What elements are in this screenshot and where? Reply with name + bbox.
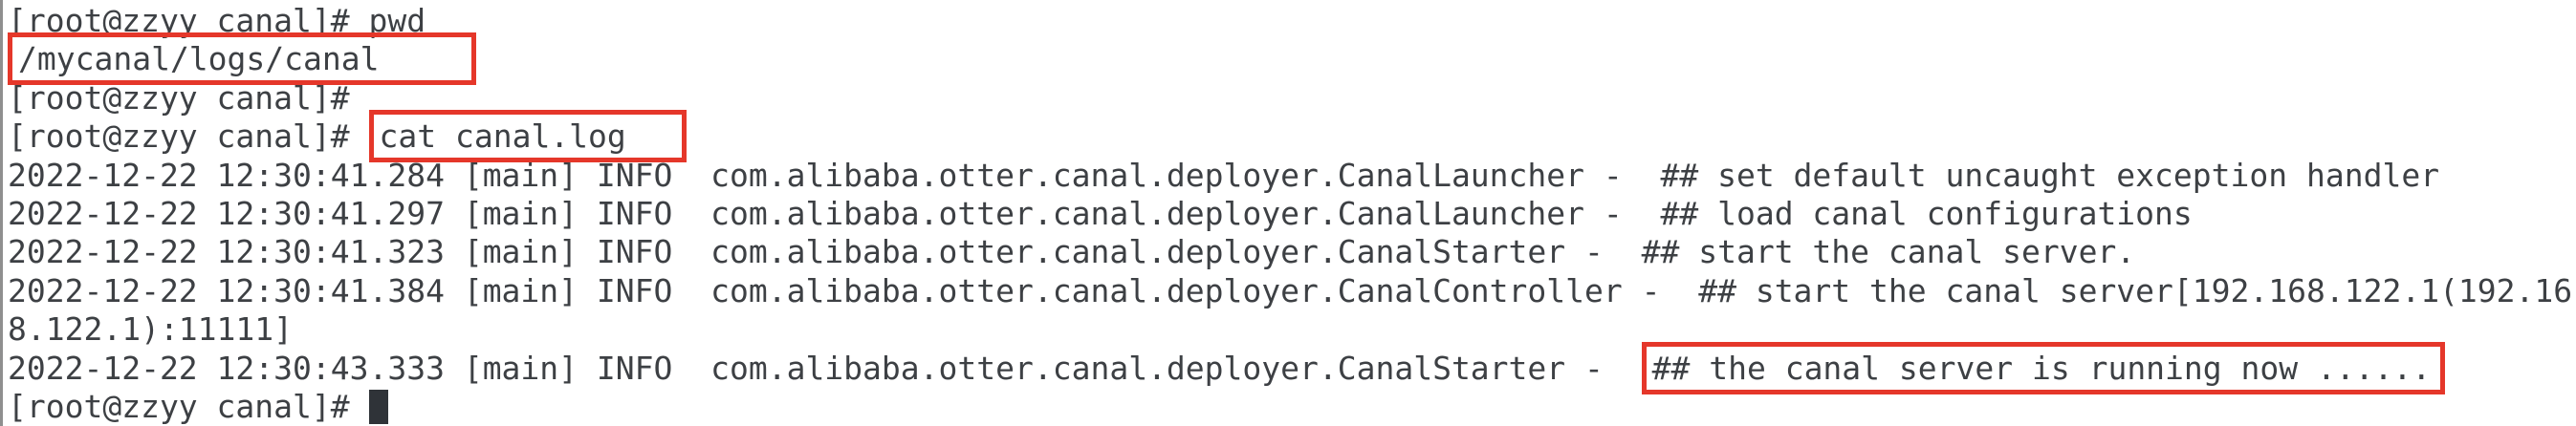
highlight-box: /mycanal/logs/canal — [8, 32, 476, 86]
terminal-line: [root@zzyy canal]# cat canal.log — [8, 110, 2576, 163]
log-text: 2022-12-22 12:30:41.284 [main] INFO com.… — [8, 156, 2440, 194]
highlight-box: ## the canal server is running now .....… — [1641, 341, 2446, 394]
shell-prompt: [root@zzyy canal]# — [8, 387, 369, 425]
shell-prompt: [root@zzyy canal]# — [8, 78, 350, 117]
log-text: 2022-12-22 12:30:43.333 [main] INFO com.… — [8, 349, 1642, 387]
terminal-line: 2022-12-22 12:30:41.284 [main] INFO com.… — [8, 157, 2576, 195]
terminal-line: 2022-12-22 12:30:41.323 [main] INFO com.… — [8, 233, 2576, 271]
shell-command: pwd — [368, 2, 426, 39]
log-text: 2022-12-22 12:30:41.384 [main] INFO com.… — [8, 271, 2573, 309]
terminal-line: [root@zzyy canal]# — [8, 79, 2576, 117]
terminal-line: 2022-12-22 12:30:43.333 [main] INFO com.… — [8, 341, 2576, 394]
shell-prompt: [root@zzyy canal]# — [8, 117, 369, 156]
terminal-cursor — [368, 389, 388, 424]
terminal-line: 8.122.1):11111] — [8, 310, 2576, 349]
terminal-line: /mycanal/logs/canal — [8, 32, 2576, 86]
shell-prompt: [root@zzyy canal]# — [8, 2, 369, 39]
log-text: 8.122.1):11111] — [8, 310, 294, 349]
terminal-line: [root@zzyy canal]# pwd — [8, 2, 2576, 40]
terminal-line: 2022-12-22 12:30:41.297 [main] INFO com.… — [8, 195, 2576, 233]
terminal-line: [root@zzyy canal]# — [8, 388, 2576, 426]
log-text: 2022-12-22 12:30:41.323 [main] INFO com.… — [8, 233, 2136, 271]
log-text: 2022-12-22 12:30:41.297 [main] INFO com.… — [8, 194, 2193, 232]
terminal-screen: [root@zzyy canal]# pwd/mycanal/logs/cana… — [8, 2, 2576, 426]
highlight-box: cat canal.log — [368, 110, 687, 163]
terminal-line: 2022-12-22 12:30:41.384 [main] INFO com.… — [8, 272, 2576, 310]
